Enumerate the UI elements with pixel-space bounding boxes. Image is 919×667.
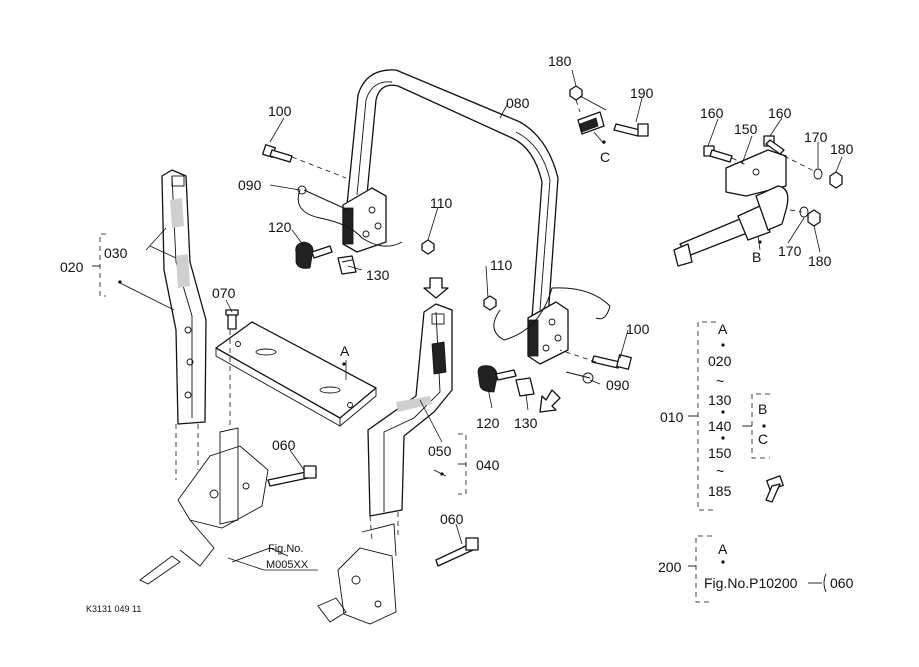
clip-130-right bbox=[515, 377, 535, 397]
label-180-lower: 180 bbox=[808, 253, 832, 269]
rops-right-post bbox=[367, 303, 453, 517]
arrow-down-icon bbox=[423, 277, 449, 299]
kit010-140: 140 bbox=[708, 418, 732, 434]
label-110-left: 110 bbox=[430, 195, 453, 211]
nut-110-left bbox=[421, 239, 435, 255]
label-070: 070 bbox=[212, 285, 236, 301]
bolt-kit-icon bbox=[765, 475, 784, 503]
kit010-tilde-1: ~ bbox=[716, 373, 724, 389]
label-130-left: 130 bbox=[366, 267, 390, 283]
label-110-right: 110 bbox=[490, 257, 513, 273]
label-060-upper: 060 bbox=[272, 437, 296, 453]
rops-upper-arch bbox=[342, 69, 569, 365]
part-labels: 100 090 110 120 130 080 110 100 090 120 … bbox=[60, 53, 854, 527]
fig-ref-line2: M005XX bbox=[266, 559, 309, 571]
label-c-latch: C bbox=[600, 149, 610, 165]
kit010-150: 150 bbox=[708, 445, 732, 461]
fig-ref-line1: Fig.No. bbox=[268, 543, 303, 555]
label-060-lower: 060 bbox=[440, 511, 464, 527]
label-180-latch: 180 bbox=[548, 53, 572, 69]
arrow-down-right-icon bbox=[539, 389, 561, 413]
kit010-020: 020 bbox=[708, 353, 732, 369]
bullet-dots bbox=[118, 140, 766, 564]
label-100-left: 100 bbox=[268, 103, 292, 119]
clip-130-left bbox=[337, 255, 357, 275]
kit010-c: C bbox=[758, 431, 768, 447]
label-090-left: 090 bbox=[238, 177, 262, 193]
label-090-right: 090 bbox=[606, 377, 630, 393]
group-brackets bbox=[92, 233, 770, 603]
bolt-060-lower bbox=[435, 537, 479, 567]
kit-010-list: 010 A 020 ~ 130 140 150 ~ 185 B C bbox=[660, 321, 768, 499]
label-130-right: 130 bbox=[514, 415, 538, 431]
label-190: 190 bbox=[630, 85, 654, 101]
label-120-right: 120 bbox=[476, 415, 500, 431]
bolt-100-left bbox=[262, 144, 293, 163]
label-160-left: 160 bbox=[700, 105, 724, 121]
label-080: 080 bbox=[506, 95, 530, 111]
kit010-b: B bbox=[758, 401, 767, 417]
label-150: 150 bbox=[734, 121, 758, 137]
fig-reference: Fig.No. M005XX bbox=[266, 543, 309, 571]
nut-110-right bbox=[483, 295, 497, 311]
latch-c bbox=[569, 85, 649, 137]
label-100-right: 100 bbox=[626, 321, 650, 337]
knob-120-left bbox=[295, 241, 333, 269]
mount-plate-a bbox=[215, 309, 377, 427]
kit200-060: 060 bbox=[830, 575, 854, 591]
label-160-right: 160 bbox=[768, 105, 792, 121]
tractor-frame-left bbox=[139, 427, 289, 585]
kit010-130: 130 bbox=[708, 392, 732, 408]
kit200-a: A bbox=[718, 541, 728, 557]
seat-belt-b bbox=[673, 135, 843, 267]
drawing-code: K3131 049 11 bbox=[86, 604, 141, 614]
label-200: 200 bbox=[658, 559, 682, 575]
bolt-100-right bbox=[591, 354, 632, 370]
label-120-left: 120 bbox=[268, 219, 292, 235]
kit010-tilde-2: ~ bbox=[716, 463, 724, 479]
label-170-upper: 170 bbox=[804, 129, 828, 145]
label-180-upper: 180 bbox=[830, 141, 854, 157]
pin-wire-right bbox=[493, 287, 611, 384]
label-030: 030 bbox=[104, 245, 128, 261]
kit-200: 200 A Fig.No.P10200 060 bbox=[658, 541, 854, 593]
label-170-lower: 170 bbox=[778, 243, 802, 259]
label-b-belt: B bbox=[752, 249, 761, 265]
rops-left-post bbox=[161, 169, 207, 425]
tractor-frame-right bbox=[317, 523, 397, 625]
bolt-060-upper bbox=[267, 465, 317, 487]
knob-120-right bbox=[477, 365, 517, 393]
label-010: 010 bbox=[660, 409, 684, 425]
kit200-fig-ref: Fig.No.P10200 bbox=[704, 575, 798, 591]
label-040: 040 bbox=[476, 457, 500, 473]
assembly-lines bbox=[175, 99, 817, 541]
label-050: 050 bbox=[428, 443, 452, 459]
kit010-185: 185 bbox=[708, 483, 732, 499]
label-020: 020 bbox=[60, 259, 84, 275]
label-a-plate: A bbox=[340, 343, 350, 359]
kit010-a: A bbox=[718, 321, 728, 337]
leader-lines bbox=[117, 69, 843, 571]
